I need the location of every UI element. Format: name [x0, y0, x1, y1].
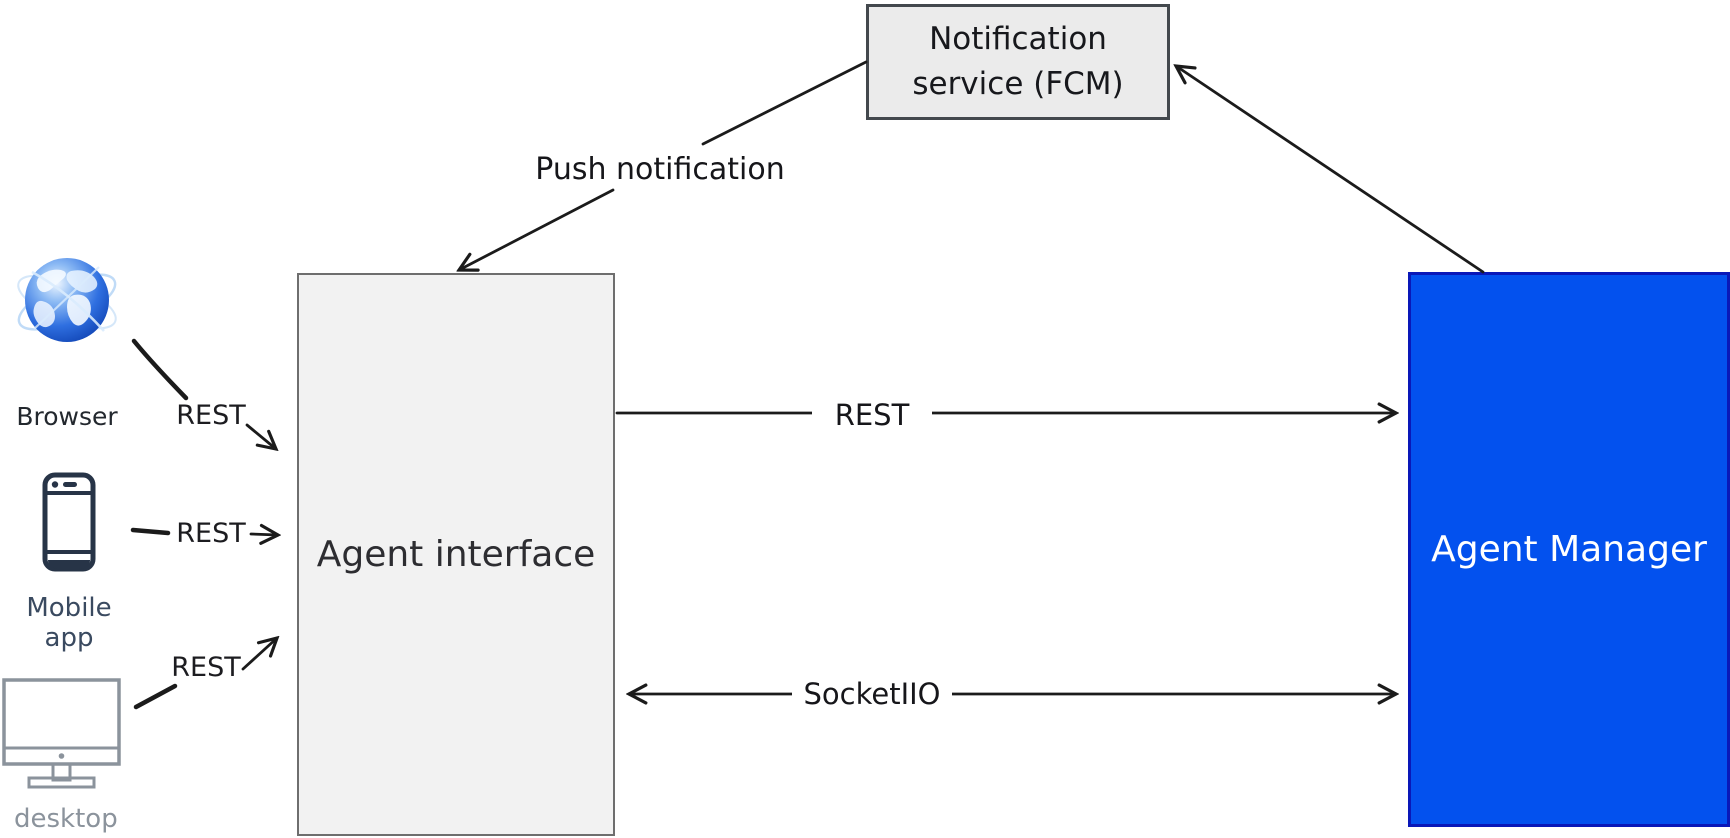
- edge-label-push-notification: Push notification: [500, 152, 820, 187]
- arrow-mobile-rest: [130, 530, 278, 535]
- arrow-manager-to-fcm: [1176, 66, 1485, 274]
- client-label-mobile-app: Mobile app: [26, 593, 112, 653]
- client-label-browser: Browser: [16, 402, 118, 431]
- arrow-desktop-rest: [133, 638, 277, 710]
- smartphone-icon: [42, 472, 96, 576]
- notification-service-label: Notification service (FCM): [912, 21, 1124, 102]
- globe-browser-icon: [14, 249, 121, 360]
- node-notification-service: Notification service (FCM): [866, 4, 1170, 120]
- edge-label-socket: SocketIIO: [792, 677, 952, 711]
- arrow-push-notification: [459, 60, 868, 270]
- node-agent-manager: Agent Manager: [1408, 272, 1730, 827]
- edge-label-rest-mobile: REST: [176, 518, 246, 549]
- node-agent-interface: Agent interface: [297, 273, 615, 836]
- agent-interface-label: Agent interface: [316, 534, 596, 575]
- edge-label-rest-desktop: REST: [171, 652, 241, 683]
- edge-label-rest-main: REST: [812, 398, 932, 432]
- agent-manager-label: Agent Manager: [1431, 529, 1707, 570]
- edge-label-rest-browser: REST: [176, 400, 246, 431]
- client-label-desktop: desktop: [14, 804, 118, 834]
- arrow-browser-rest: [131, 338, 276, 449]
- desktop-monitor-icon: [2, 678, 121, 794]
